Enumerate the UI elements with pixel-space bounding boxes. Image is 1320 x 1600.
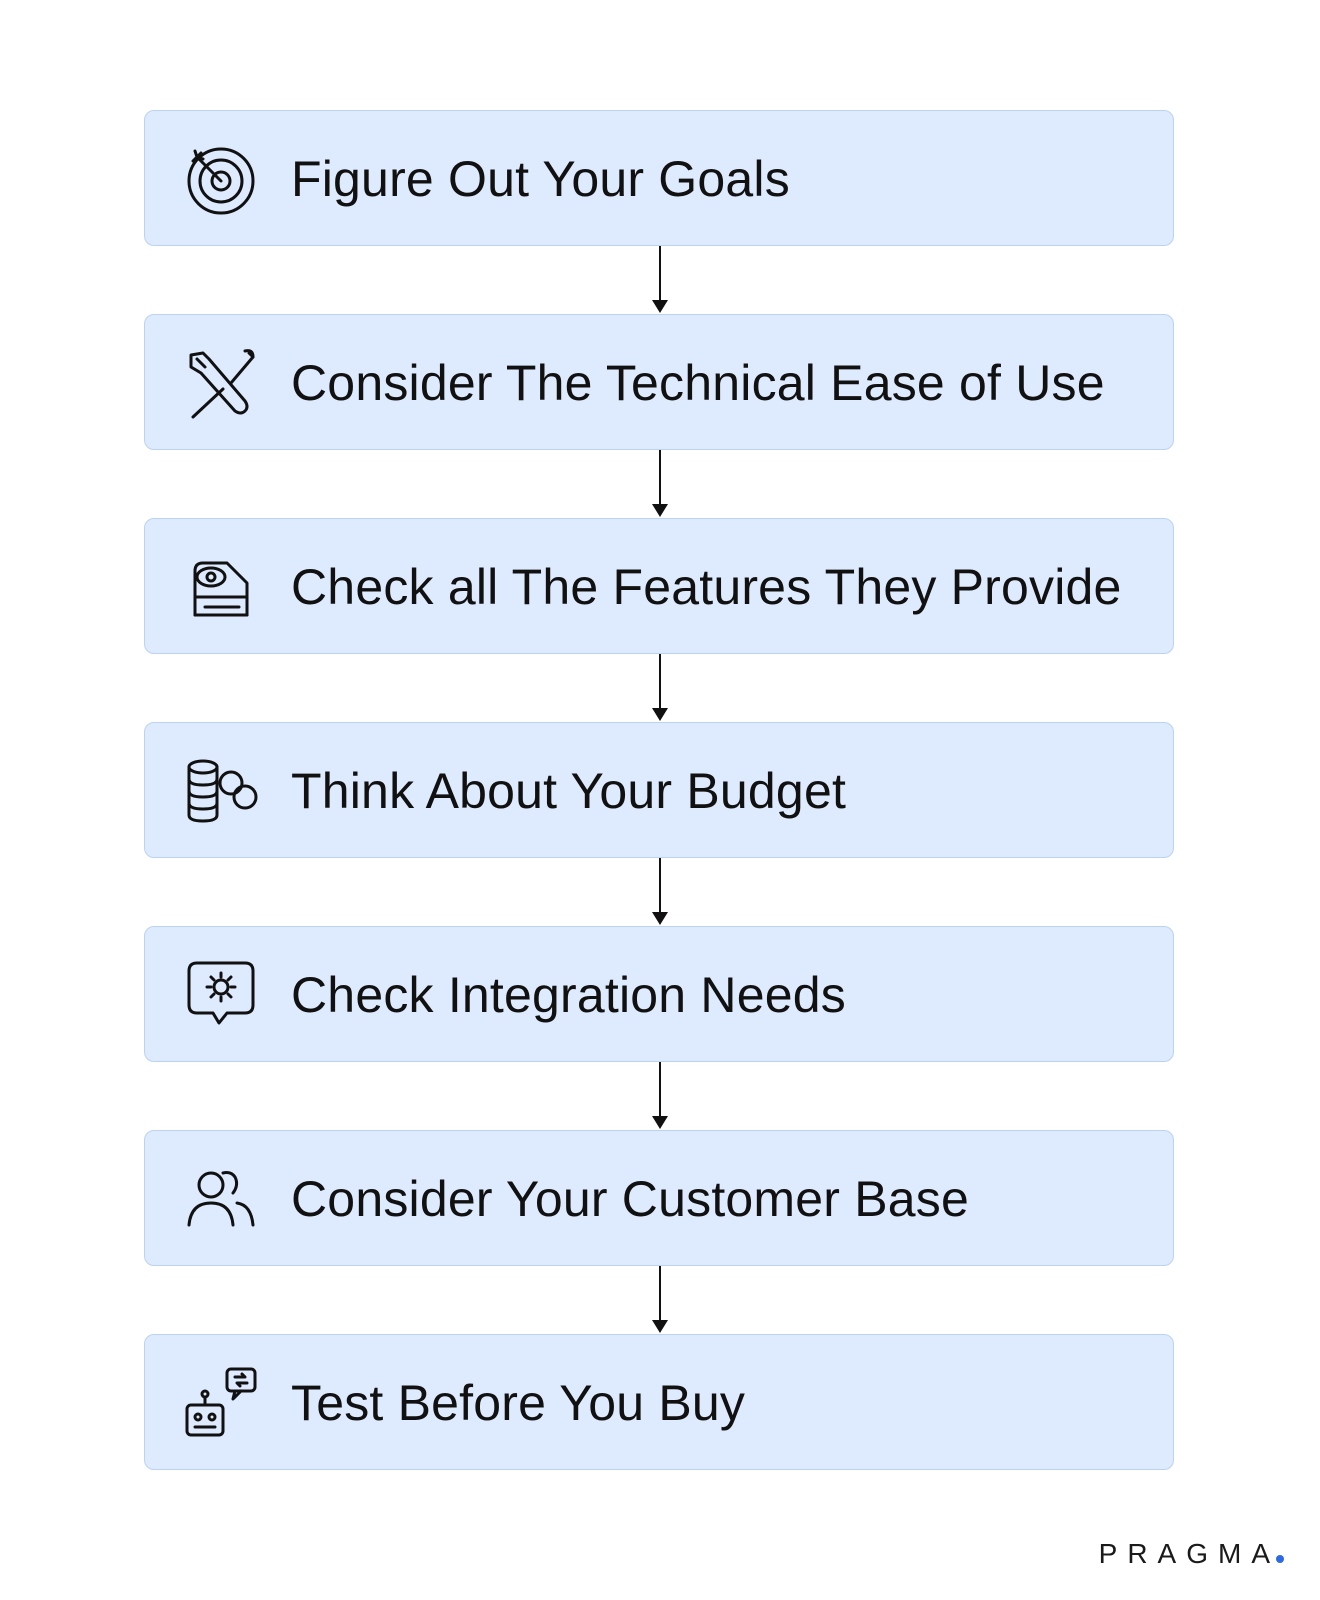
connector-line (659, 1266, 661, 1322)
step-box-test-before-buy: Test Before You Buy (144, 1334, 1174, 1470)
brand-dot (1276, 1555, 1284, 1563)
arrowhead (652, 504, 668, 517)
tools-icon (183, 345, 259, 421)
users-icon (183, 1161, 259, 1237)
step-box-goals: Figure Out Your Goals (144, 110, 1174, 246)
step-box-budget: Think About Your Budget (144, 722, 1174, 858)
step-box-technical-ease: Consider The Technical Ease of Use (144, 314, 1174, 450)
coins-icon (183, 753, 259, 829)
connector-line (659, 858, 661, 914)
step-label: Consider The Technical Ease of Use (291, 355, 1105, 411)
integration-gear-icon (183, 957, 259, 1033)
target-icon (183, 141, 259, 217)
step-box-customer-base: Consider Your Customer Base (144, 1130, 1174, 1266)
connector-line (659, 450, 661, 506)
arrowhead (652, 912, 668, 925)
brand-name: PRAGMA (1098, 1538, 1280, 1569)
step-label: Test Before You Buy (291, 1375, 746, 1431)
step-label: Figure Out Your Goals (291, 151, 790, 207)
step-label: Think About Your Budget (291, 763, 847, 819)
arrowhead (652, 1116, 668, 1129)
step-label: Consider Your Customer Base (291, 1171, 969, 1227)
step-box-integration: Check Integration Needs (144, 926, 1174, 1062)
features-icon (183, 549, 259, 625)
arrowhead (652, 1320, 668, 1333)
step-label: Check all The Features They Provide (291, 559, 1122, 615)
connector-line (659, 654, 661, 710)
brand-logo: PRAGMA (1099, 1538, 1284, 1570)
connector-line (659, 246, 661, 302)
arrowhead (652, 300, 668, 313)
robot-chat-icon (183, 1365, 259, 1441)
arrowhead (652, 708, 668, 721)
step-box-features: Check all The Features They Provide (144, 518, 1174, 654)
step-label: Check Integration Needs (291, 967, 846, 1023)
connector-line (659, 1062, 661, 1118)
